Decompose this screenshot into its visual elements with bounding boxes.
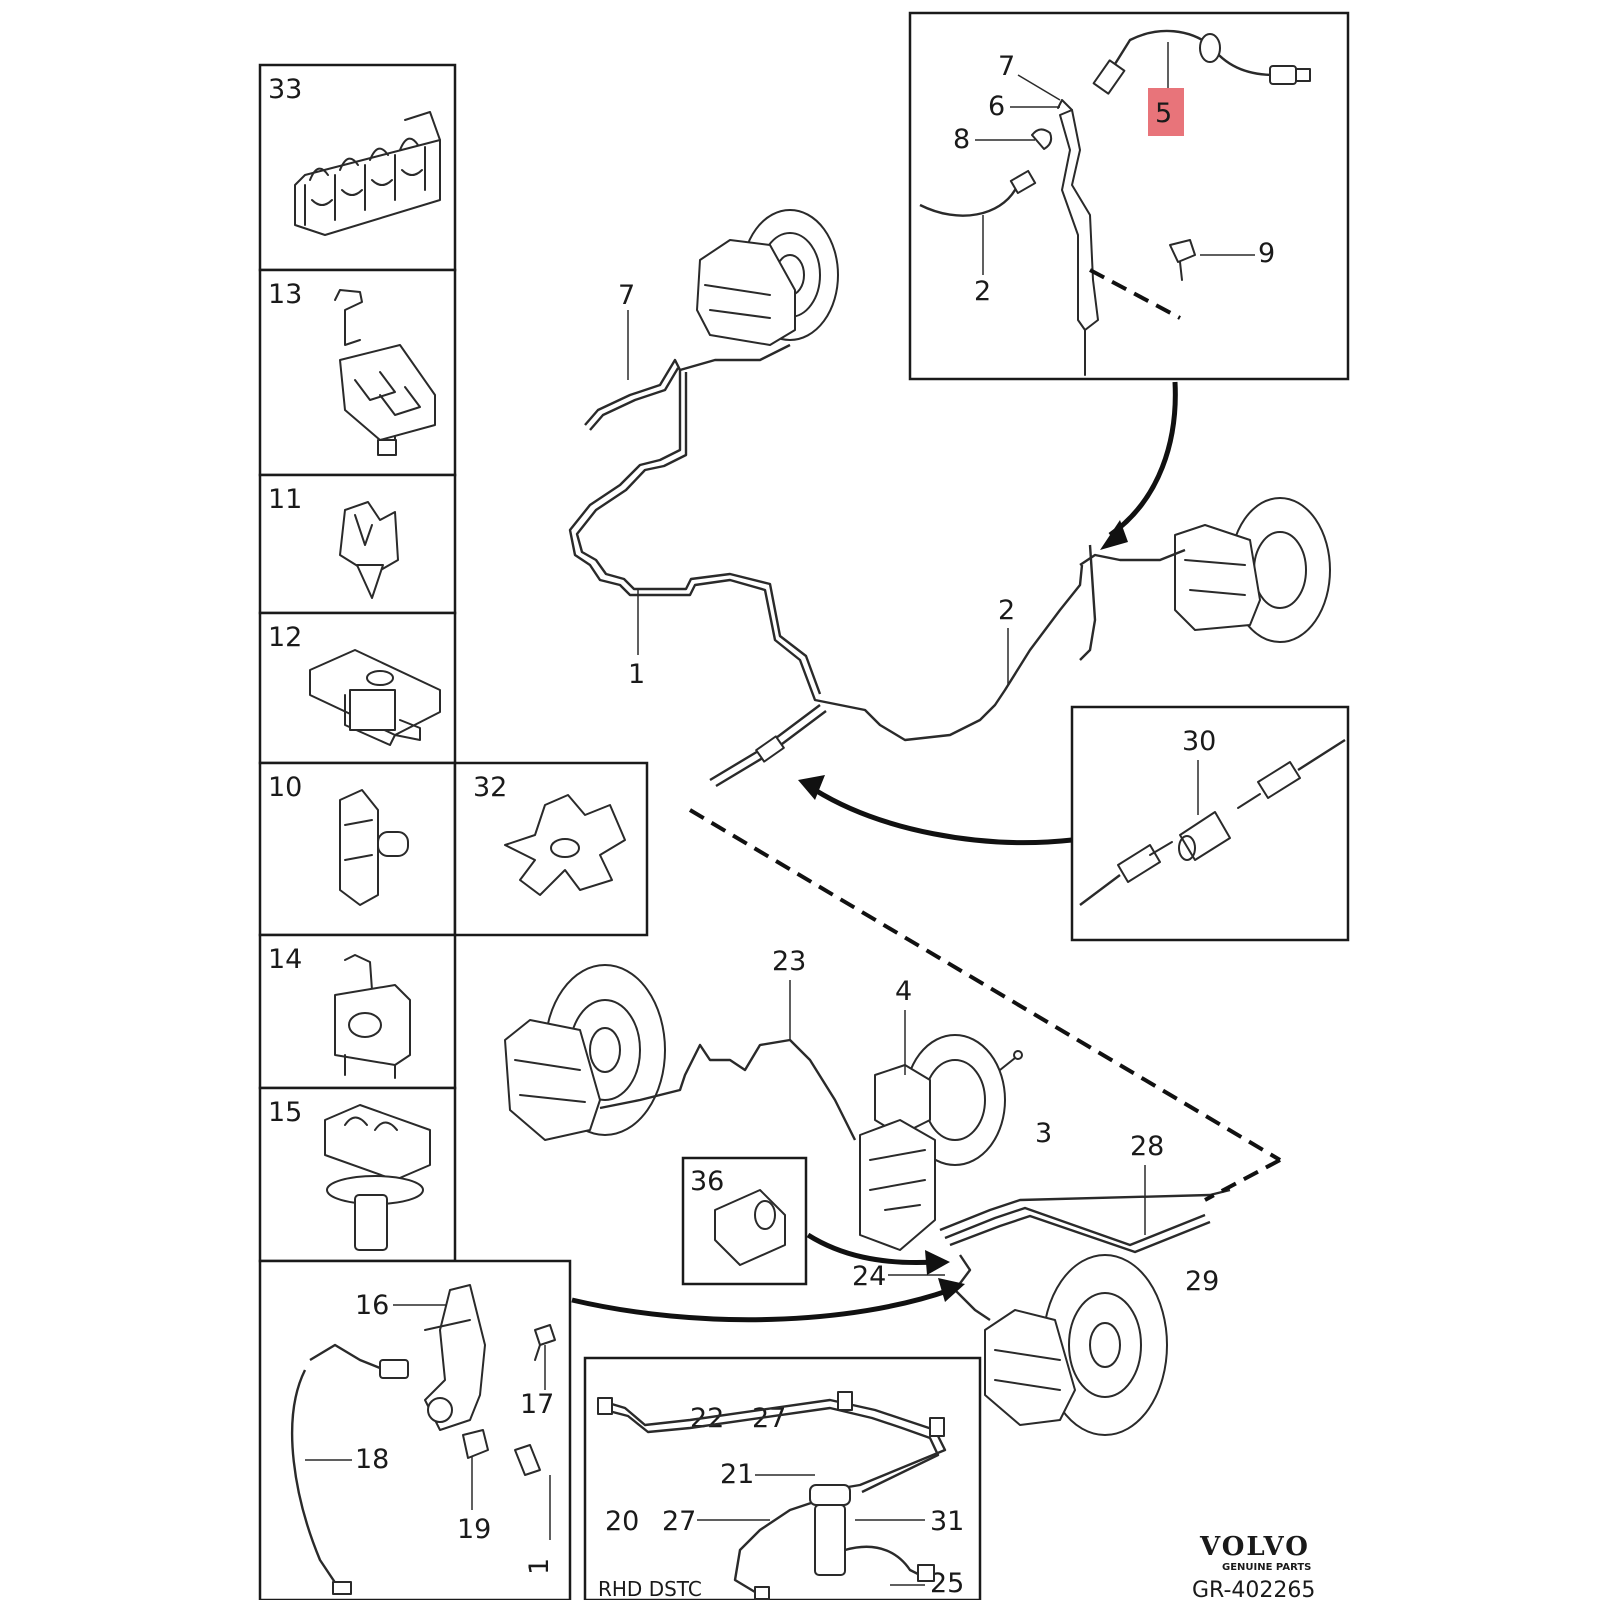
bracket-inset [1031, 99, 1099, 376]
brake-line-23 [599, 1038, 857, 1141]
pipe-connector-main [709, 704, 827, 788]
brake-disc-upper-left [696, 209, 839, 346]
brake-pipe-2-inset [919, 169, 1037, 217]
bracket-16 [424, 1284, 486, 1431]
arrow-inset-to-rear-right [571, 1278, 965, 1323]
part-number-27b: 27 [662, 1506, 696, 1537]
part-number-21: 21 [720, 1459, 754, 1490]
inset-box-union: 30 [1070, 705, 1350, 942]
brake-pipes-28 [939, 1188, 1231, 1321]
highlight-part-5 [1148, 88, 1184, 136]
part-number-2-inset: 2 [974, 276, 991, 307]
part-number-1-main: 1 [628, 659, 645, 690]
bolt-9 [1169, 239, 1196, 281]
grommet-36 [714, 1189, 786, 1266]
reference-code: GR-402265 [1192, 1578, 1315, 1600]
part-number-20: 20 [605, 1506, 639, 1537]
volvo-logo: VOLVO GENUINE PARTS [1199, 1532, 1311, 1573]
part-number-6-inset: 6 [988, 91, 1005, 122]
part-number-7-inset: 7 [998, 51, 1015, 82]
part-number-25: 25 [930, 1568, 964, 1599]
brake-hose-5 [1092, 29, 1311, 95]
part-number-31: 31 [930, 1506, 964, 1537]
part-box-14: 14 [258, 933, 457, 1090]
dashed-leader-lines [688, 808, 1282, 1202]
abs-booster-unit [859, 1034, 1023, 1251]
clip-12-illustration [309, 649, 441, 746]
part-number-17: 17 [520, 1389, 554, 1420]
part-number-18: 18 [355, 1444, 389, 1475]
part-number-4: 4 [895, 976, 912, 1007]
part-number-13: 13 [268, 279, 302, 310]
brake-disc-upper-right [1174, 497, 1331, 643]
part-number-33: 33 [268, 74, 302, 105]
brand-subtitle: GENUINE PARTS [1222, 1562, 1311, 1573]
part-number-23: 23 [772, 946, 806, 977]
part-number-32: 32 [473, 772, 507, 803]
part-number-2-main: 2 [998, 595, 1015, 626]
part-number-14: 14 [268, 944, 302, 975]
part-number-10: 10 [268, 772, 302, 803]
brake-line-front-right [1079, 544, 1186, 661]
part-number-11: 11 [268, 484, 302, 515]
bolt-17 [534, 1324, 556, 1361]
clip-15-illustration [324, 1104, 431, 1251]
arrow-union-to-connector [798, 775, 1073, 846]
arrow-36-to-abs [806, 1232, 950, 1275]
part-number-36: 36 [690, 1166, 724, 1197]
clip-33-illustration [294, 111, 441, 236]
inset-box-dstc: 22 27 21 20 27 31 25 RHD DSTC [583, 1356, 982, 1600]
brake-hose-18 [291, 1343, 409, 1595]
clip-19 [462, 1429, 489, 1459]
part-number-30: 30 [1182, 726, 1216, 757]
part-box-32: 32 [453, 761, 649, 937]
clip-13-illustration [334, 289, 436, 456]
clip-32-illustration [504, 794, 626, 896]
brake-disc-rear-right [984, 1254, 1168, 1436]
clip-small [514, 1444, 541, 1476]
part-box-33: 33 [258, 63, 457, 272]
part-number-1-inset: 1 [524, 1558, 555, 1575]
part-box-12: 12 [258, 611, 457, 765]
part-box-13: 13 [258, 268, 457, 477]
part-number-8-inset: 8 [953, 124, 970, 155]
clip-11-illustration [339, 501, 399, 599]
brake-pipe-1 [568, 370, 1084, 742]
part-number-9-inset: 9 [1258, 238, 1275, 269]
part-number-19: 19 [457, 1514, 491, 1545]
part-number-7-main: 7 [618, 280, 635, 311]
part-box-36: 36 [681, 1156, 808, 1286]
arrow-top-inset-to-front-right [1100, 381, 1178, 550]
part-number-29: 29 [1185, 1266, 1219, 1297]
part-box-10: 10 [258, 761, 457, 937]
clip-14-illustration [334, 954, 411, 1079]
part-number-5: 5 [1155, 98, 1172, 129]
brand-name: VOLVO [1199, 1532, 1310, 1562]
brake-line-7-upper [584, 343, 791, 431]
union-30 [1079, 738, 1346, 906]
part-number-12: 12 [268, 622, 302, 653]
part-number-28: 28 [1130, 1131, 1164, 1162]
part-box-15: 15 [258, 1086, 457, 1263]
part-number-15: 15 [268, 1097, 302, 1128]
dstc-pipes [597, 1391, 947, 1600]
part-number-3: 3 [1035, 1118, 1052, 1149]
part-number-24: 24 [852, 1261, 886, 1292]
inset-box-front-hose: 5 7 6 8 2 9 [908, 11, 1350, 381]
brake-disc-rear-left [504, 964, 666, 1141]
inset-box-hose-bracket: 16 17 18 19 1 [258, 1259, 572, 1600]
variant-label: RHD DSTC [598, 1577, 702, 1600]
part-number-16: 16 [355, 1290, 389, 1321]
clip-10-illustration [339, 789, 409, 906]
part-box-11: 11 [258, 473, 457, 615]
